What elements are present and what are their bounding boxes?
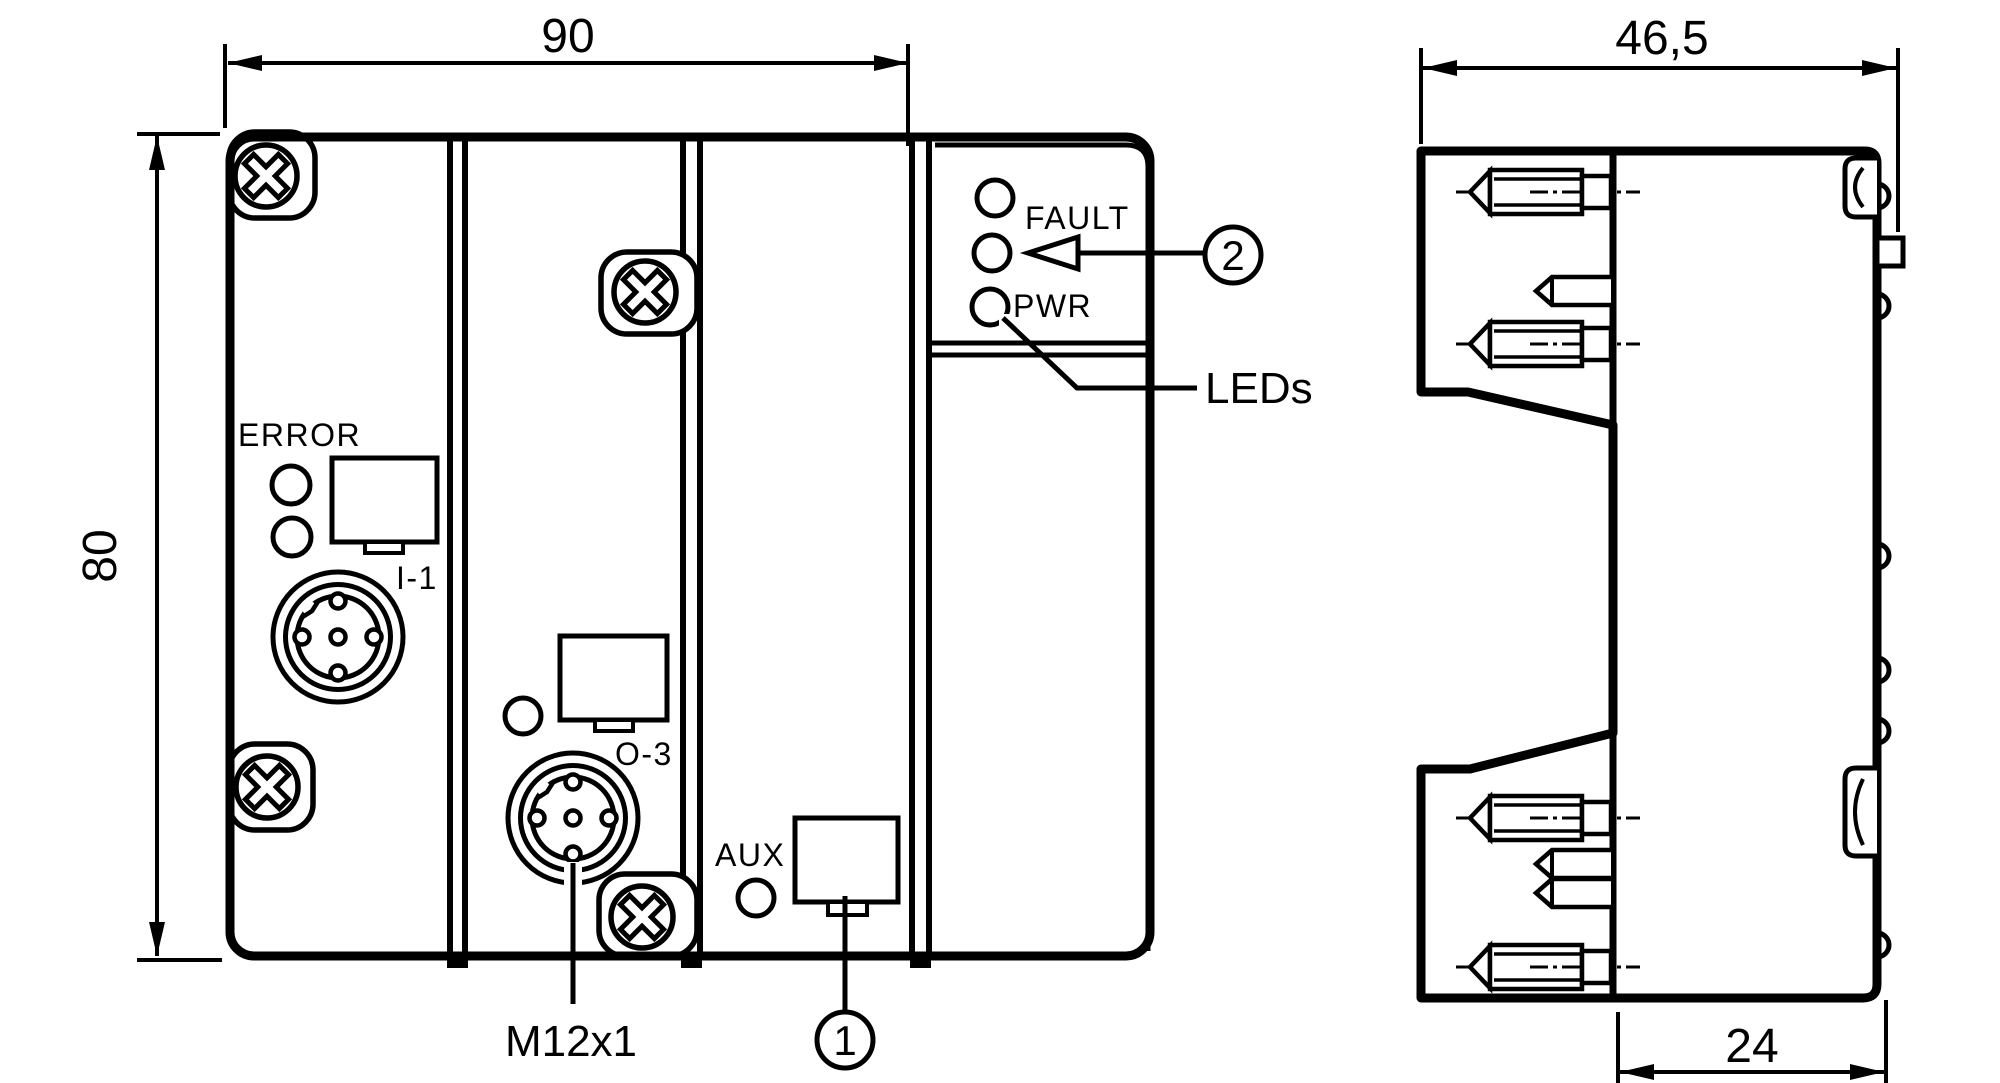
- front-housing-body: [230, 137, 1150, 956]
- bottom-interlock-tabs: [447, 955, 931, 968]
- terminal-pin-bottom-1: [1456, 796, 1640, 840]
- side-view: [1416, 146, 1906, 1003]
- label-window-i1: [329, 455, 440, 545]
- led-module: [969, 177, 1016, 328]
- leds-callout: LEDs: [999, 314, 1313, 413]
- dimensions: [137, 44, 1900, 1083]
- screw-bottom-middle: [608, 883, 676, 951]
- screw-bottom-left: [233, 753, 301, 821]
- offset-dimension-value: 24: [1725, 1020, 1778, 1073]
- label-window-i1-tab: [363, 540, 405, 555]
- m12-thread-callout: M12x1: [505, 862, 637, 1066]
- screw-top-left: [232, 142, 300, 210]
- label-window-o3-tab: [593, 718, 635, 733]
- plain-pin-bottom-1: [1536, 850, 1611, 878]
- aux-led: [735, 877, 777, 919]
- module-1: [269, 455, 440, 702]
- error-label: ERROR: [238, 417, 361, 453]
- callout-2-circle: [1202, 224, 1264, 286]
- terminal-pin-top-1: [1456, 170, 1640, 214]
- width-dimension-value: 90: [541, 10, 594, 63]
- height-dimension-value: 80: [74, 529, 127, 582]
- m12-thread-label: M12x1: [505, 1017, 637, 1066]
- fault-led: [974, 177, 1016, 219]
- terminal-pin-bottom-2: [1456, 945, 1640, 989]
- error-led-2: [270, 515, 314, 559]
- callout-1-circle: [814, 1009, 876, 1071]
- terminal-pin-top-2: [1456, 322, 1640, 366]
- callout-1-number: 1: [833, 1017, 856, 1064]
- front-view: ERROR I-1 O-3 AUX FAULT PWR: [225, 129, 1155, 968]
- fixing-screws: [226, 129, 700, 959]
- rear-contact-bumps: [1876, 181, 1892, 960]
- module-separators: [447, 139, 932, 953]
- callout-2-number: 2: [1221, 232, 1244, 279]
- error-led-1: [269, 463, 313, 507]
- callout-2: 2: [1019, 224, 1264, 286]
- label-window-o3: [557, 633, 670, 723]
- aux-label: AUX: [715, 837, 785, 873]
- port-o3-label: O-3: [615, 736, 673, 772]
- port-i1-label: I-1: [396, 560, 438, 596]
- addressing-led: [971, 232, 1013, 274]
- plain-pin-bottom-2: [1536, 879, 1611, 907]
- pwr-label: PWR: [1013, 288, 1092, 324]
- fault-label: FAULT: [1025, 200, 1130, 236]
- screw-top-middle: [611, 258, 679, 326]
- rear-terminal-tab: [1874, 235, 1906, 269]
- module-2: [502, 633, 670, 883]
- side-housing-outline: [1416, 146, 1882, 1003]
- rear-latches: [1842, 155, 1877, 859]
- o3-led: [502, 695, 544, 737]
- callout-1: 1: [814, 896, 876, 1071]
- depth-dimension-value: 46,5: [1615, 12, 1708, 65]
- plain-pin-top: [1536, 277, 1611, 305]
- leds-callout-label: LEDs: [1205, 364, 1313, 413]
- label-window-aux: [792, 815, 901, 905]
- m12-socket-i1: [273, 572, 403, 702]
